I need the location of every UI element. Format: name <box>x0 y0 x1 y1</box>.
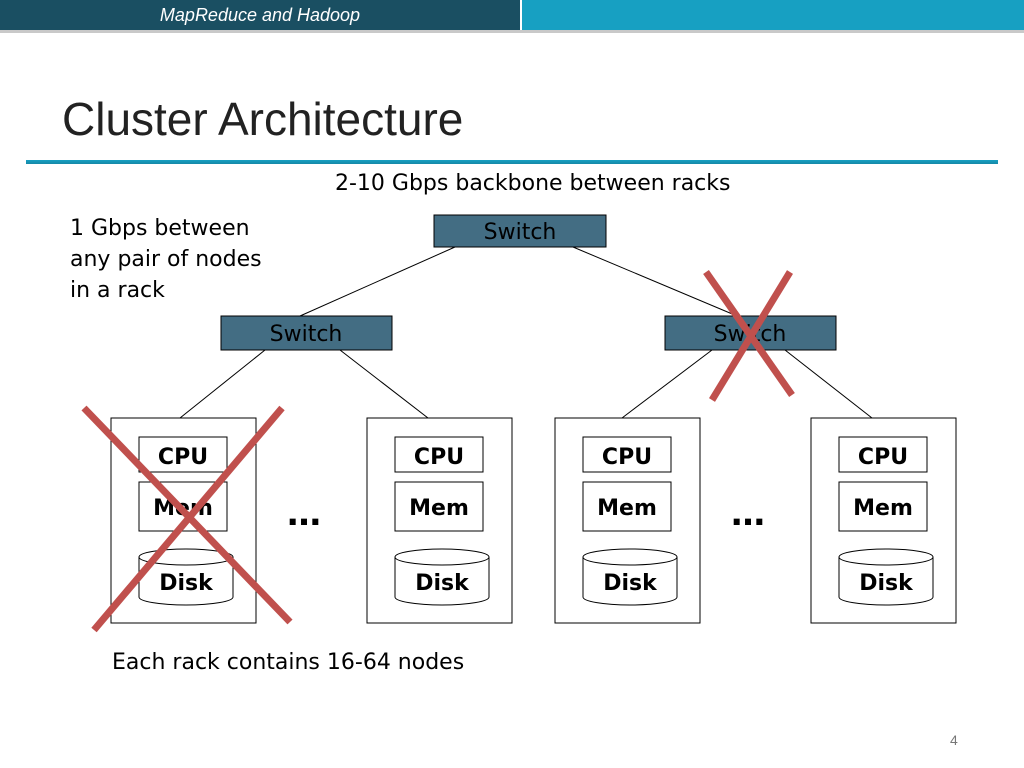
node-3-disk-label: Disk <box>603 571 658 596</box>
failure-mark-right-switch <box>703 269 795 402</box>
link-right-node4 <box>784 349 873 419</box>
slide-title: Cluster Architecture <box>62 93 464 145</box>
rack-capacity-annotation: Each rack contains 16-64 nodes <box>112 650 465 675</box>
node-3-mem <box>582 481 672 532</box>
rack-link-annotation: 1 Gbps between any pair of nodes in a ra… <box>70 213 262 306</box>
node-4-cpu <box>838 436 928 473</box>
node-1-disk-label: Disk <box>159 571 214 596</box>
node-4: CPU Mem Disk <box>810 417 957 624</box>
node-2-cpu <box>394 436 484 473</box>
link-left-node2 <box>339 349 429 419</box>
failure-mark-node-1 <box>81 405 293 633</box>
node-2-disk <box>394 548 490 606</box>
link-core-left <box>299 246 456 317</box>
rack-link-line-3: in a rack <box>70 278 165 303</box>
node-3: CPU Mem Disk <box>554 417 701 624</box>
node-4-mem-label: Mem <box>853 496 913 521</box>
header-accent-bar <box>522 0 1024 30</box>
header-bar <box>0 0 520 30</box>
page-number: 4 <box>950 732 958 748</box>
node-3-disk <box>582 548 678 606</box>
node-4-disk-label: Disk <box>859 571 914 596</box>
node-2-disk-label: Disk <box>415 571 470 596</box>
node-2-cpu-label: CPU <box>414 445 464 470</box>
core-switch: Switch <box>433 214 607 248</box>
more-nodes-right: … <box>731 494 765 534</box>
node-3-mem-label: Mem <box>597 496 657 521</box>
node-2-mem-label: Mem <box>409 496 469 521</box>
deck-title: MapReduce and Hadoop <box>159 5 361 25</box>
link-right-node3 <box>621 349 713 419</box>
core-switch-label: Switch <box>484 220 557 245</box>
network-links <box>179 246 873 419</box>
node-1: CPU Mem Disk <box>110 417 257 624</box>
node-2: CPU Mem Disk <box>366 417 513 624</box>
rack-link-line-2: any pair of nodes <box>70 247 262 272</box>
backbone-annotation: 2-10 Gbps backbone between racks <box>335 171 731 196</box>
left-rack-switch: Switch <box>220 315 393 351</box>
node-4-disk <box>838 548 934 606</box>
node-1-cpu <box>138 436 228 473</box>
node-4-mem <box>838 481 928 532</box>
link-core-right <box>572 246 738 317</box>
title-divider <box>26 160 998 164</box>
left-switch-label: Switch <box>270 322 343 347</box>
node-3-cpu <box>582 436 672 473</box>
node-4-cpu-label: CPU <box>858 445 908 470</box>
more-nodes-left: … <box>287 494 321 534</box>
link-left-node1 <box>179 349 266 419</box>
node-2-mem <box>394 481 484 532</box>
node-1-disk <box>138 548 234 606</box>
rack-link-line-1: 1 Gbps between <box>70 216 250 241</box>
node-1-cpu-label: CPU <box>158 445 208 470</box>
header-shadow <box>0 30 1024 33</box>
node-3-cpu-label: CPU <box>602 445 652 470</box>
